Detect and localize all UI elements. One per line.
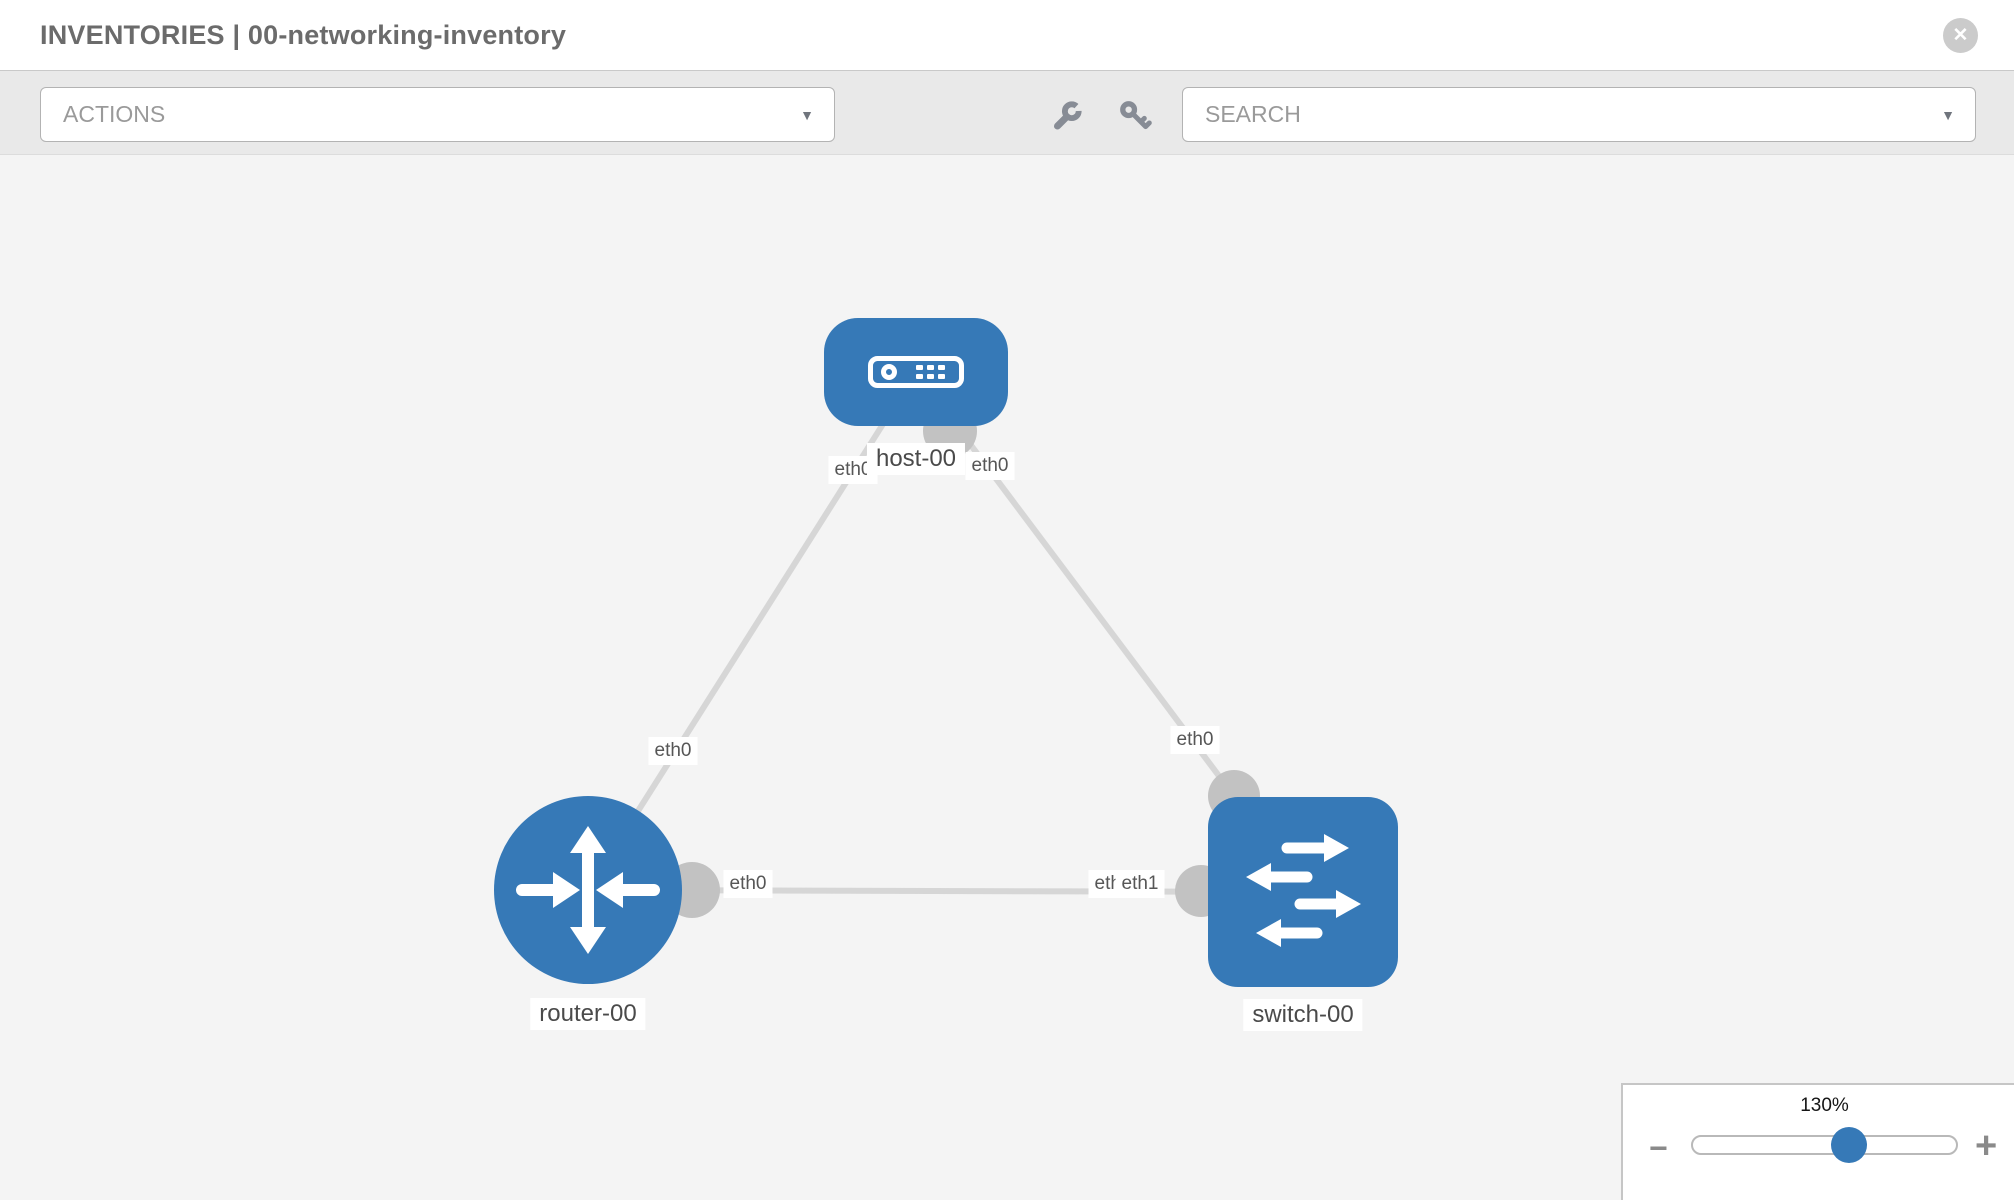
router-icon <box>516 826 660 954</box>
port-label-router-eth0-side: eth0 <box>723 870 773 898</box>
search-placeholder: SEARCH <box>1205 101 1301 127</box>
zoom-out-button[interactable]: − <box>1649 1132 1668 1164</box>
zoom-in-button[interactable]: + <box>1975 1127 1997 1165</box>
page-title: INVENTORIES | 00-networking-inventory <box>40 19 567 50</box>
port-label-host-eth0-right: eth0 <box>965 452 1015 480</box>
key-icon-graphic <box>1120 101 1152 130</box>
minus-icon: − <box>1649 1130 1668 1166</box>
host-icon <box>868 356 964 388</box>
zoom-slider-thumb[interactable] <box>1831 1127 1867 1163</box>
node-label-host-00: host-00 <box>866 443 966 475</box>
node-label-router-00: router-00 <box>530 998 646 1030</box>
switch-icon <box>1246 834 1361 947</box>
topology-canvas[interactable]: eth0 eth0 eth0 eth0 eth0 eth0 eth1 host-… <box>0 155 2014 1200</box>
node-switch-00[interactable] <box>1208 797 1398 987</box>
zoom-level: 130% <box>1800 1095 1849 1116</box>
toolbar: ACTIONS ▼ SEARCH ▼ <box>0 70 2014 155</box>
node-router-00[interactable] <box>494 796 682 984</box>
key-icon[interactable] <box>1118 99 1152 133</box>
node-host-00[interactable] <box>824 318 1008 426</box>
modal-header: INVENTORIES | 00-networking-inventory ✕ <box>0 0 2014 70</box>
topology-edges-layer <box>585 370 1304 918</box>
chevron-down-icon: ▼ <box>1941 106 1955 123</box>
close-icon: ✕ <box>1952 25 1969 46</box>
wrench-icon[interactable] <box>1050 99 1086 133</box>
port-label-router-eth0-top: eth0 <box>648 737 698 765</box>
search-dropdown[interactable]: SEARCH ▼ <box>1182 87 1976 142</box>
zoom-slider-track[interactable] <box>1691 1127 1958 1163</box>
zoom-control-panel: 130% − + <box>1621 1083 2014 1200</box>
port-label-switch-eth0-top: eth0 <box>1170 726 1220 754</box>
node-label-switch-00: switch-00 <box>1243 999 1363 1031</box>
close-button[interactable]: ✕ <box>1943 18 1978 53</box>
wrench-icon-graphic <box>1053 99 1086 130</box>
plus-icon: + <box>1975 1125 1998 1167</box>
actions-dropdown-label: ACTIONS <box>63 101 166 127</box>
chevron-down-icon: ▼ <box>800 106 814 123</box>
actions-dropdown[interactable]: ACTIONS ▼ <box>40 87 835 142</box>
port-label-switch-eth1: eth1 <box>1115 870 1165 898</box>
